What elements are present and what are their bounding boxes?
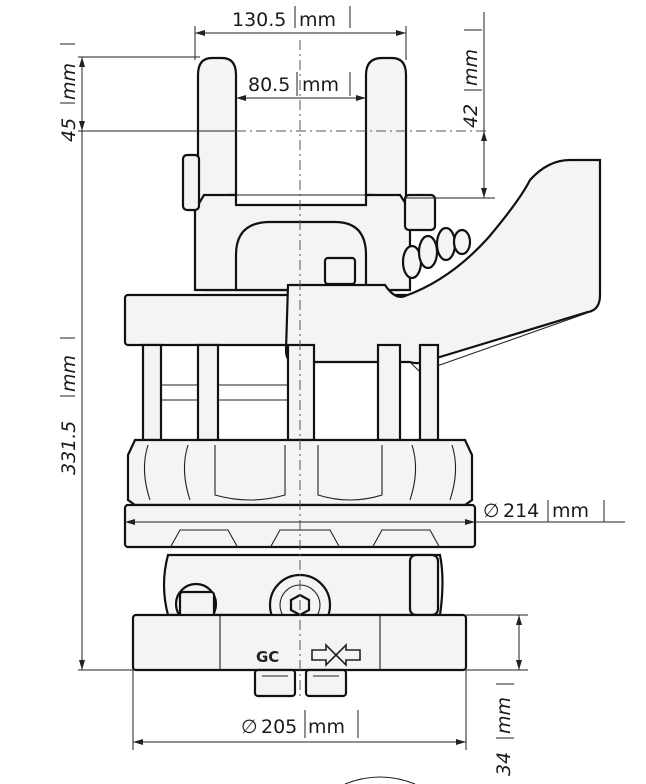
bottom-fittings: [253, 668, 348, 698]
dim-base-height-unit: mm: [493, 697, 515, 734]
top-nut: [323, 256, 357, 286]
dim-total-height-value: 331.5: [58, 421, 80, 475]
dim-base-height-value: 34: [493, 752, 515, 776]
dim-upper-diameter-value: 214: [503, 500, 539, 522]
dimension-lines: [60, 6, 625, 784]
dim-upper-diameter-symbol: ∅: [483, 500, 500, 522]
tie-rods: [141, 343, 440, 442]
dim-total-height-unit: mm: [58, 355, 80, 392]
dim-left-top-value: 45: [58, 118, 80, 142]
dim-top-width-unit: mm: [299, 9, 336, 31]
hydraulic-fittings: [401, 226, 472, 280]
right-boss: [403, 193, 437, 232]
dim-inner-width-unit: mm: [302, 74, 339, 96]
dim-lower-diameter-value: 205: [261, 716, 297, 738]
dim-inner-width-value: 80.5: [248, 74, 290, 96]
right-side-fitting: [408, 553, 440, 617]
rotation-arrows-icon: [311, 643, 361, 667]
rotator-body: [123, 40, 602, 700]
dim-left-top-unit: mm: [58, 63, 80, 100]
left-boss: [181, 153, 201, 212]
dim-upper-diameter-unit: mm: [552, 500, 589, 522]
brand-logo: GC: [256, 648, 279, 666]
dim-lower-diameter-symbol: ∅: [241, 716, 258, 738]
dim-right-top-unit: mm: [460, 49, 482, 86]
dim-top-width-value: 130.5: [232, 9, 286, 31]
dim-right-top-value: 42: [460, 104, 482, 128]
dim-lower-diameter-unit: mm: [308, 716, 345, 738]
